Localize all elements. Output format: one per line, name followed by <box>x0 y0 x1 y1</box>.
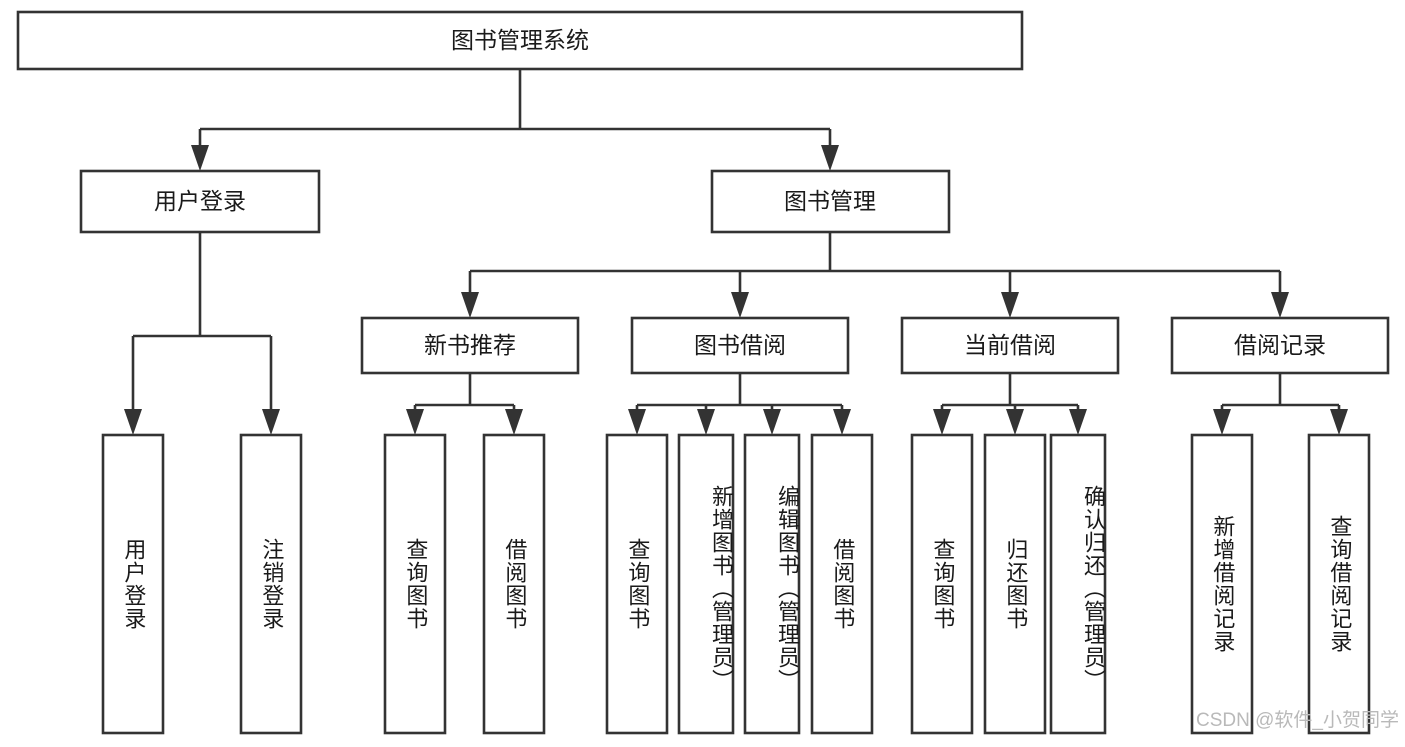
node-root-label: 图书管理系统 <box>451 27 589 53</box>
connector-group-book-borrow <box>628 373 851 435</box>
node-current-borrow-label: 当前借阅 <box>964 332 1056 358</box>
leaf-box-query-book-current[interactable] <box>910 433 974 735</box>
node-new-book-recommend[interactable]: 新书推荐 <box>360 316 580 375</box>
leaf-box-user-login[interactable] <box>101 433 165 735</box>
node-book-management-label: 图书管理 <box>784 188 876 214</box>
leaf-box-query-borrow-record[interactable] <box>1307 433 1371 735</box>
leaf-box-borrow-book-rec[interactable] <box>482 433 546 735</box>
connector-group-root <box>191 69 839 171</box>
leaf-box-query-book-rec[interactable] <box>383 433 447 735</box>
node-borrow-record[interactable]: 借阅记录 <box>1170 316 1390 375</box>
node-new-book-recommend-box[interactable] <box>360 316 580 375</box>
node-user-login[interactable]: 用户登录 <box>79 169 321 234</box>
leaf-box-logout[interactable] <box>239 433 303 735</box>
node-root-system[interactable]: 图书管理系统 <box>16 10 1024 71</box>
arrow-head-icon <box>933 409 951 435</box>
arrow-head-icon <box>833 409 851 435</box>
arrow-head-icon <box>1271 292 1289 318</box>
leaf-box-confirm-return-admin[interactable] <box>1049 433 1107 735</box>
node-book-borrow[interactable]: 图书借阅 <box>630 316 850 375</box>
node-book-borrow-label: 图书借阅 <box>694 332 786 358</box>
arrow-head-icon <box>1006 409 1024 435</box>
connector-group-user-login <box>124 232 280 435</box>
leaf-box-query-book-borrow[interactable] <box>605 433 669 735</box>
arrow-head-icon <box>697 409 715 435</box>
connector-group-new-book-rec <box>406 373 523 435</box>
node-borrow-record-box[interactable] <box>1170 316 1390 375</box>
arrow-head-icon <box>461 292 479 318</box>
arrow-head-icon <box>1069 409 1087 435</box>
connector-group-book-mgmt <box>461 232 1289 318</box>
arrow-head-icon <box>262 409 280 435</box>
node-book-management[interactable]: 图书管理 <box>710 169 951 234</box>
leaf-box-return-book[interactable] <box>983 433 1047 735</box>
connector-group-borrow-record <box>1213 373 1348 435</box>
leaf-box-add-borrow-record[interactable] <box>1190 433 1254 735</box>
node-user-login-label: 用户登录 <box>154 188 246 214</box>
arrow-head-icon <box>763 409 781 435</box>
csdn-watermark: CSDN @软件_小贺同学 <box>1196 710 1399 731</box>
node-borrow-record-label: 借阅记录 <box>1234 332 1326 358</box>
arrow-head-icon <box>124 409 142 435</box>
node-new-book-recommend-label: 新书推荐 <box>424 332 516 358</box>
arrow-head-icon <box>731 292 749 318</box>
node-book-management-box[interactable] <box>710 169 951 234</box>
node-current-borrow[interactable]: 当前借阅 <box>900 316 1120 375</box>
node-root-box[interactable] <box>16 10 1024 71</box>
node-book-borrow-box[interactable] <box>630 316 850 375</box>
node-user-login-box[interactable] <box>79 169 321 234</box>
leaf-box-add-book-admin[interactable] <box>677 433 735 735</box>
leaf-box-edit-book-admin[interactable] <box>743 433 801 735</box>
arrow-head-icon <box>1330 409 1348 435</box>
arrow-head-icon <box>1001 292 1019 318</box>
node-current-borrow-box[interactable] <box>900 316 1120 375</box>
arrow-head-icon <box>505 409 523 435</box>
arrow-head-icon <box>821 145 839 171</box>
arrow-head-icon <box>406 409 424 435</box>
connector-group-current-borrow <box>933 373 1087 435</box>
arrow-head-icon <box>1213 409 1231 435</box>
leaf-box-borrow-book[interactable] <box>810 433 874 735</box>
arrow-head-icon <box>628 409 646 435</box>
arrow-head-icon <box>191 145 209 171</box>
